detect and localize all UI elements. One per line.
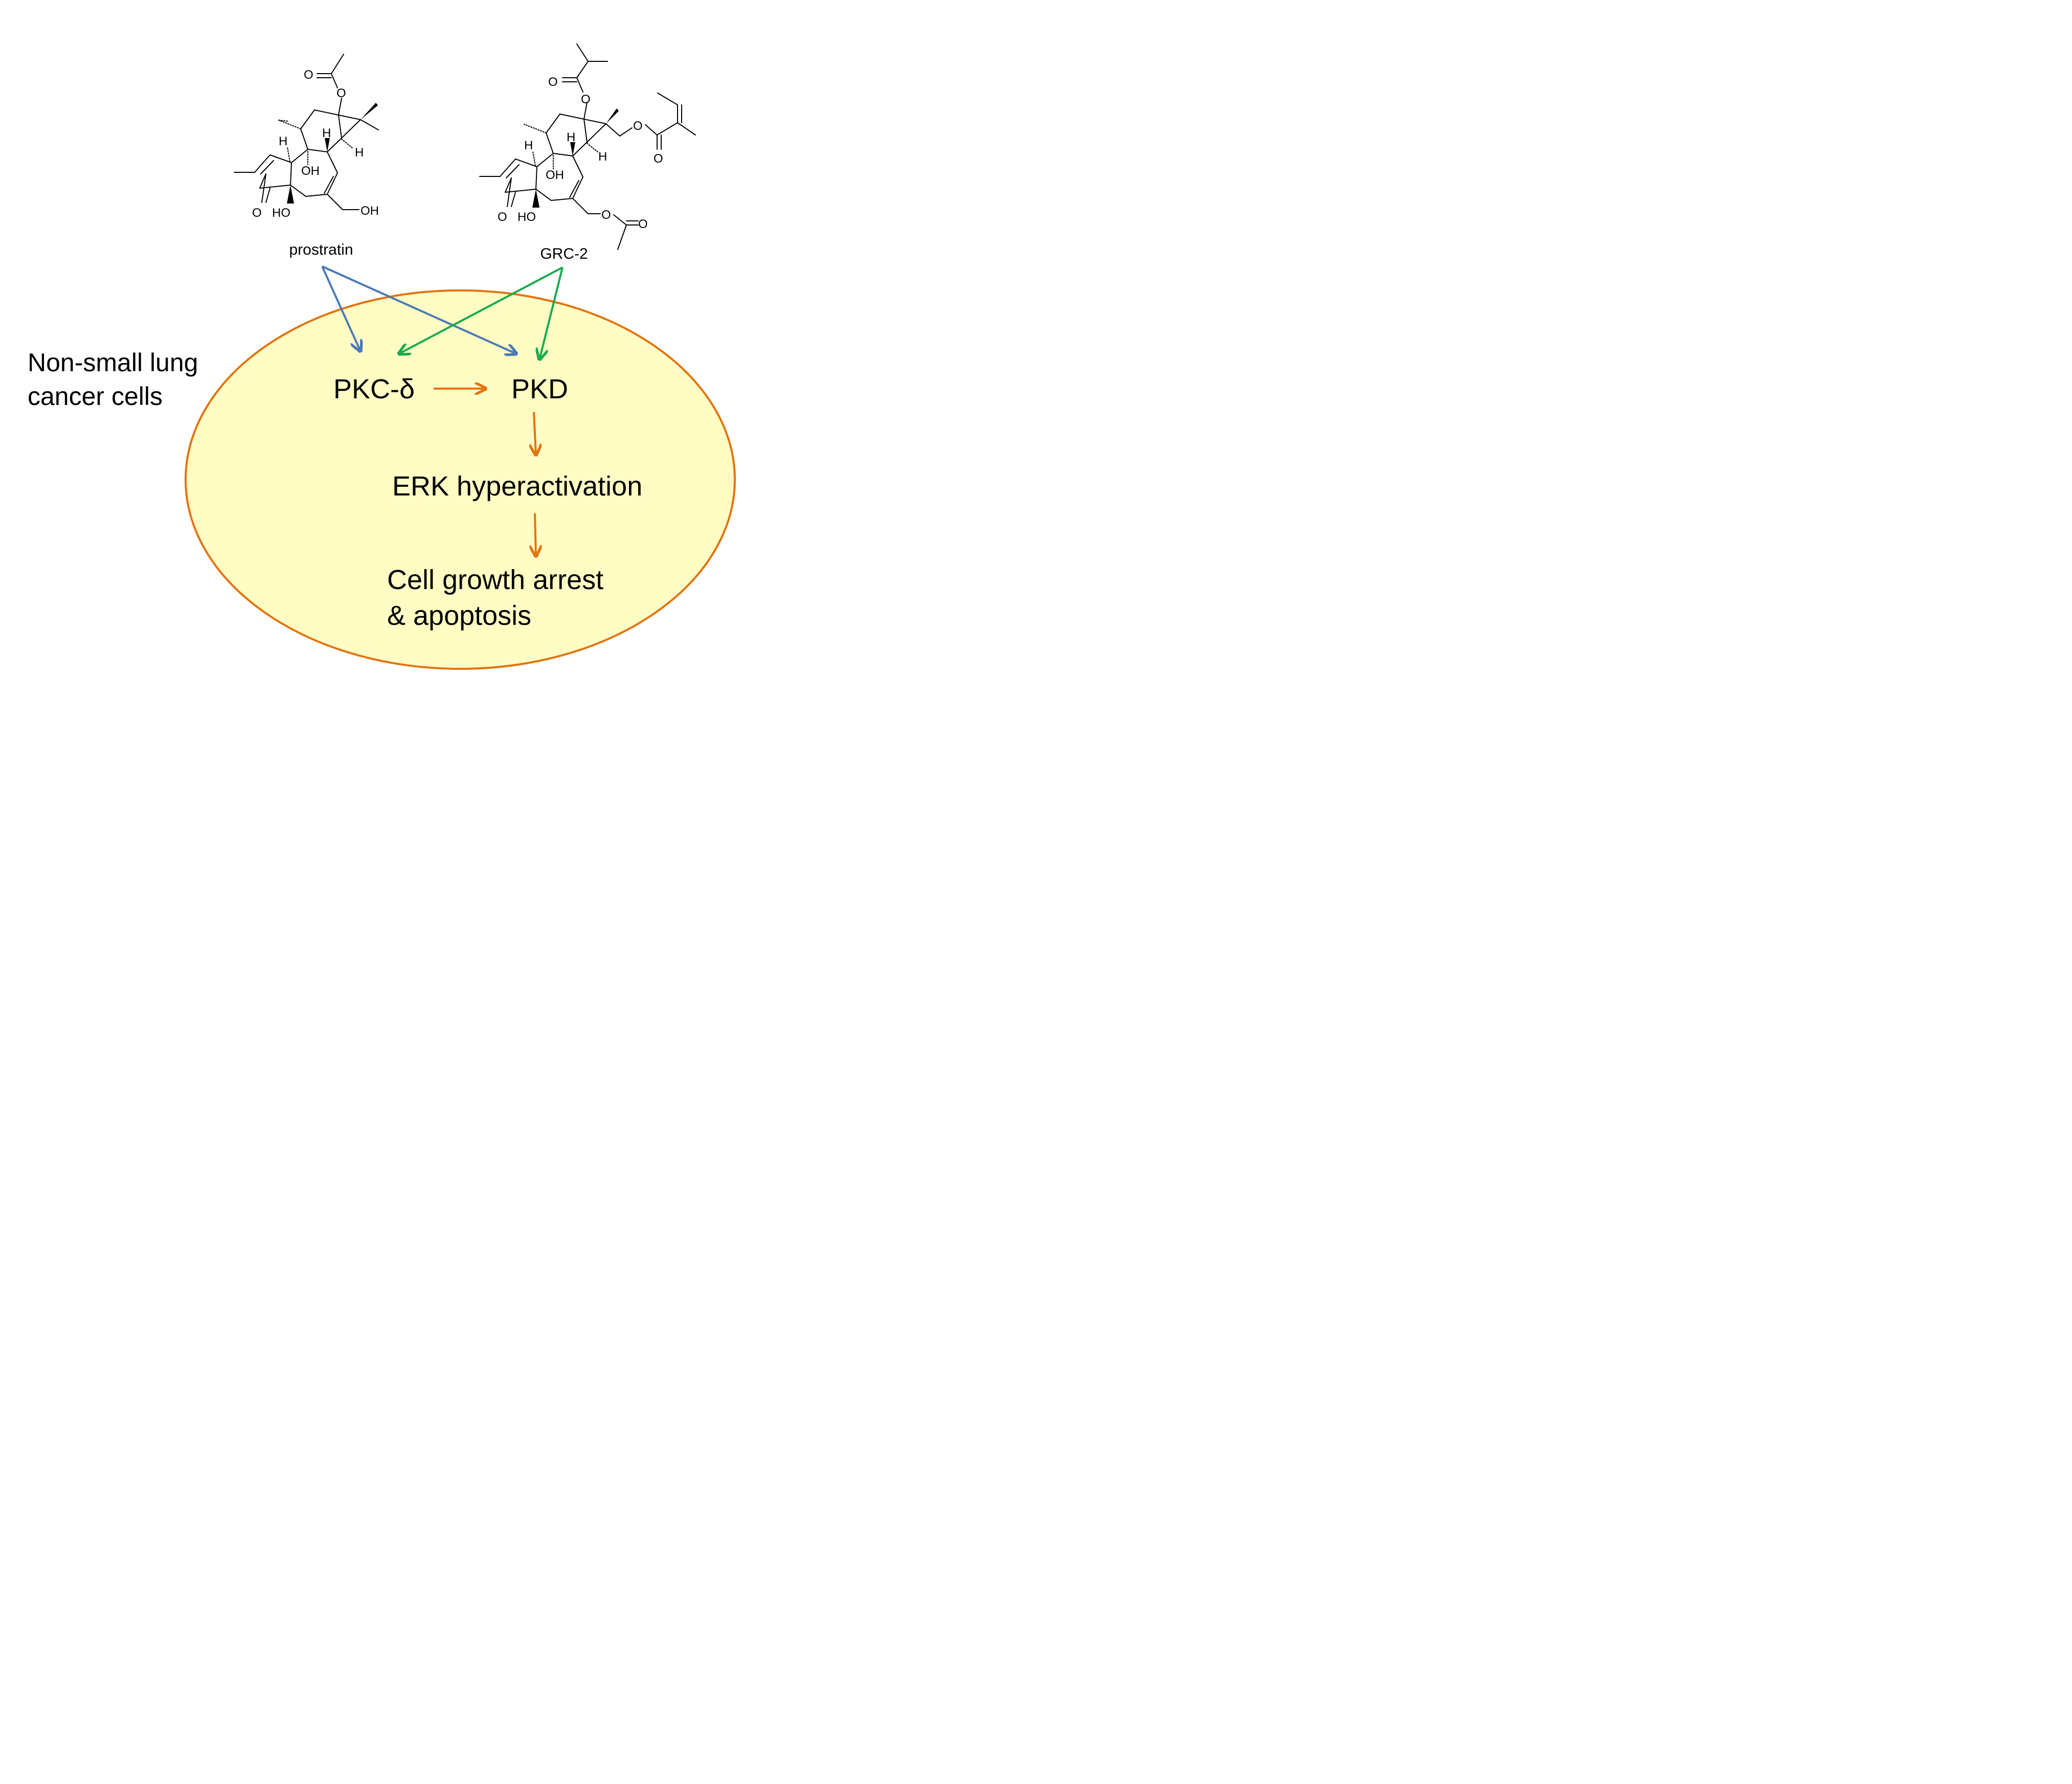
cell-body xyxy=(185,289,736,670)
atom-label: OH xyxy=(301,164,320,178)
atom-label: H xyxy=(322,126,331,140)
erk-to-outcome-arrow xyxy=(535,513,536,556)
grc2-label: GRC-2 xyxy=(540,245,588,262)
node-pkd: PKD xyxy=(511,374,568,404)
prostratin-structure: O O H H H OH O HO OH xyxy=(234,54,379,220)
atom-label: H xyxy=(279,134,287,148)
outcome-line-1: Cell growth arrest xyxy=(387,564,603,595)
pathway-diagram: O O H H H OH O HO OH xyxy=(28,43,736,670)
atom-label: H xyxy=(355,146,364,160)
atom-label: O xyxy=(498,210,507,224)
node-outcome: Cell growth arrest & apoptosis xyxy=(387,564,611,631)
cell-type-line-2: cancer cells xyxy=(28,382,163,411)
atom-label: HO xyxy=(517,210,536,224)
atom-label: HO xyxy=(272,206,290,220)
atom-label: H xyxy=(567,130,575,144)
grc2-to-pkd-arrow xyxy=(539,267,564,359)
atom-label: H xyxy=(524,139,533,152)
atom-label: O xyxy=(601,208,611,222)
atom-label: OH xyxy=(546,168,564,182)
node-erk: ERK hyperactivation xyxy=(392,471,642,502)
atom-label: O xyxy=(548,75,558,89)
atom-label: O xyxy=(304,68,313,82)
atom-label: O xyxy=(654,152,663,166)
node-pkc-delta: PKC-δ xyxy=(333,374,415,404)
cell-type-label: Non-small lung cancer cells xyxy=(28,348,205,411)
diagram-canvas: O O H H H OH O HO OH xyxy=(0,0,795,684)
pkd-to-erk-arrow xyxy=(534,412,536,455)
atom-label: H xyxy=(598,150,607,164)
atom-label: O xyxy=(336,86,346,100)
prostratin-to-pkc-arrow xyxy=(321,266,361,351)
atom-label: O xyxy=(633,119,643,133)
atom-label: O xyxy=(581,93,591,106)
atom-label: OH xyxy=(361,204,379,218)
outcome-line-2: & apoptosis xyxy=(387,600,531,631)
grc2-structure: O O O O H H H OH O HO O O xyxy=(479,43,696,250)
grc2-to-pkc-arrow xyxy=(399,266,563,354)
cell-type-line-1: Non-small lung xyxy=(28,348,198,377)
prostratin-label: prostratin xyxy=(289,241,353,258)
prostratin-to-pkd-arrow xyxy=(322,265,516,354)
atom-label: O xyxy=(638,217,648,231)
atom-label: O xyxy=(252,206,262,220)
